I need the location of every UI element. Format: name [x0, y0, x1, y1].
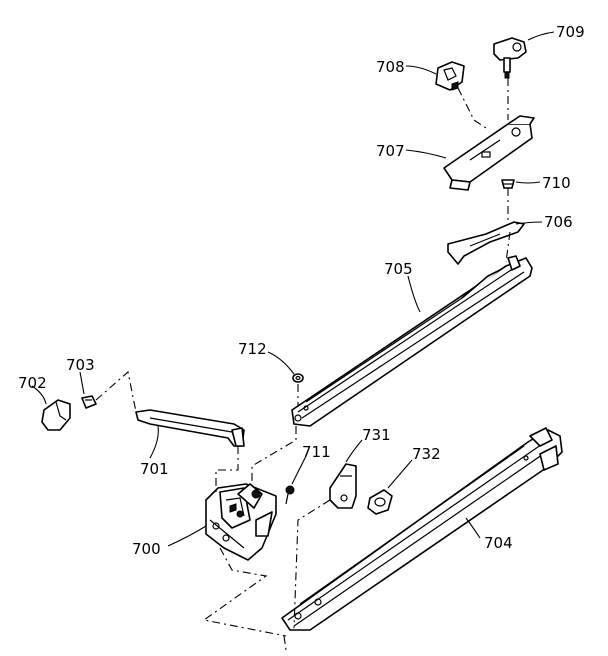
label-700: 700	[132, 540, 161, 558]
label-732: 732	[412, 445, 441, 463]
label-710: 710	[542, 174, 571, 192]
label-731: 731	[362, 426, 391, 444]
part-708-clip	[435, 61, 465, 91]
part-709-bracket	[493, 37, 527, 79]
part-702-knob	[41, 399, 71, 431]
label-704: 704	[484, 534, 513, 552]
label-709: 709	[556, 23, 585, 41]
assembly-lines	[95, 78, 511, 651]
part-731-bracket	[329, 463, 357, 509]
part-701-lever-arm	[135, 409, 245, 447]
part-labels: 709 708 707 710 706 705 712 702 703 701 …	[18, 23, 585, 558]
part-704-slide-rail	[281, 427, 563, 631]
part-712-washer	[292, 373, 304, 383]
leader-lines	[31, 31, 555, 547]
part-700-hinge-bracket	[205, 483, 277, 561]
label-701: 701	[140, 460, 169, 478]
part-710-plug	[501, 179, 515, 189]
label-708: 708	[376, 58, 405, 76]
label-705: 705	[384, 260, 413, 278]
part-705-slide-rail	[291, 255, 533, 427]
part-711-screw	[285, 485, 295, 505]
part-732-stop	[367, 489, 393, 515]
label-706: 706	[544, 213, 573, 231]
part-706-link	[447, 221, 525, 265]
label-702: 702	[18, 374, 47, 392]
part-703-clip	[81, 395, 97, 409]
part-707-plate	[443, 115, 535, 191]
label-712: 712	[238, 340, 267, 358]
label-711: 711	[302, 443, 331, 461]
label-707: 707	[376, 142, 405, 160]
label-703: 703	[66, 356, 95, 374]
